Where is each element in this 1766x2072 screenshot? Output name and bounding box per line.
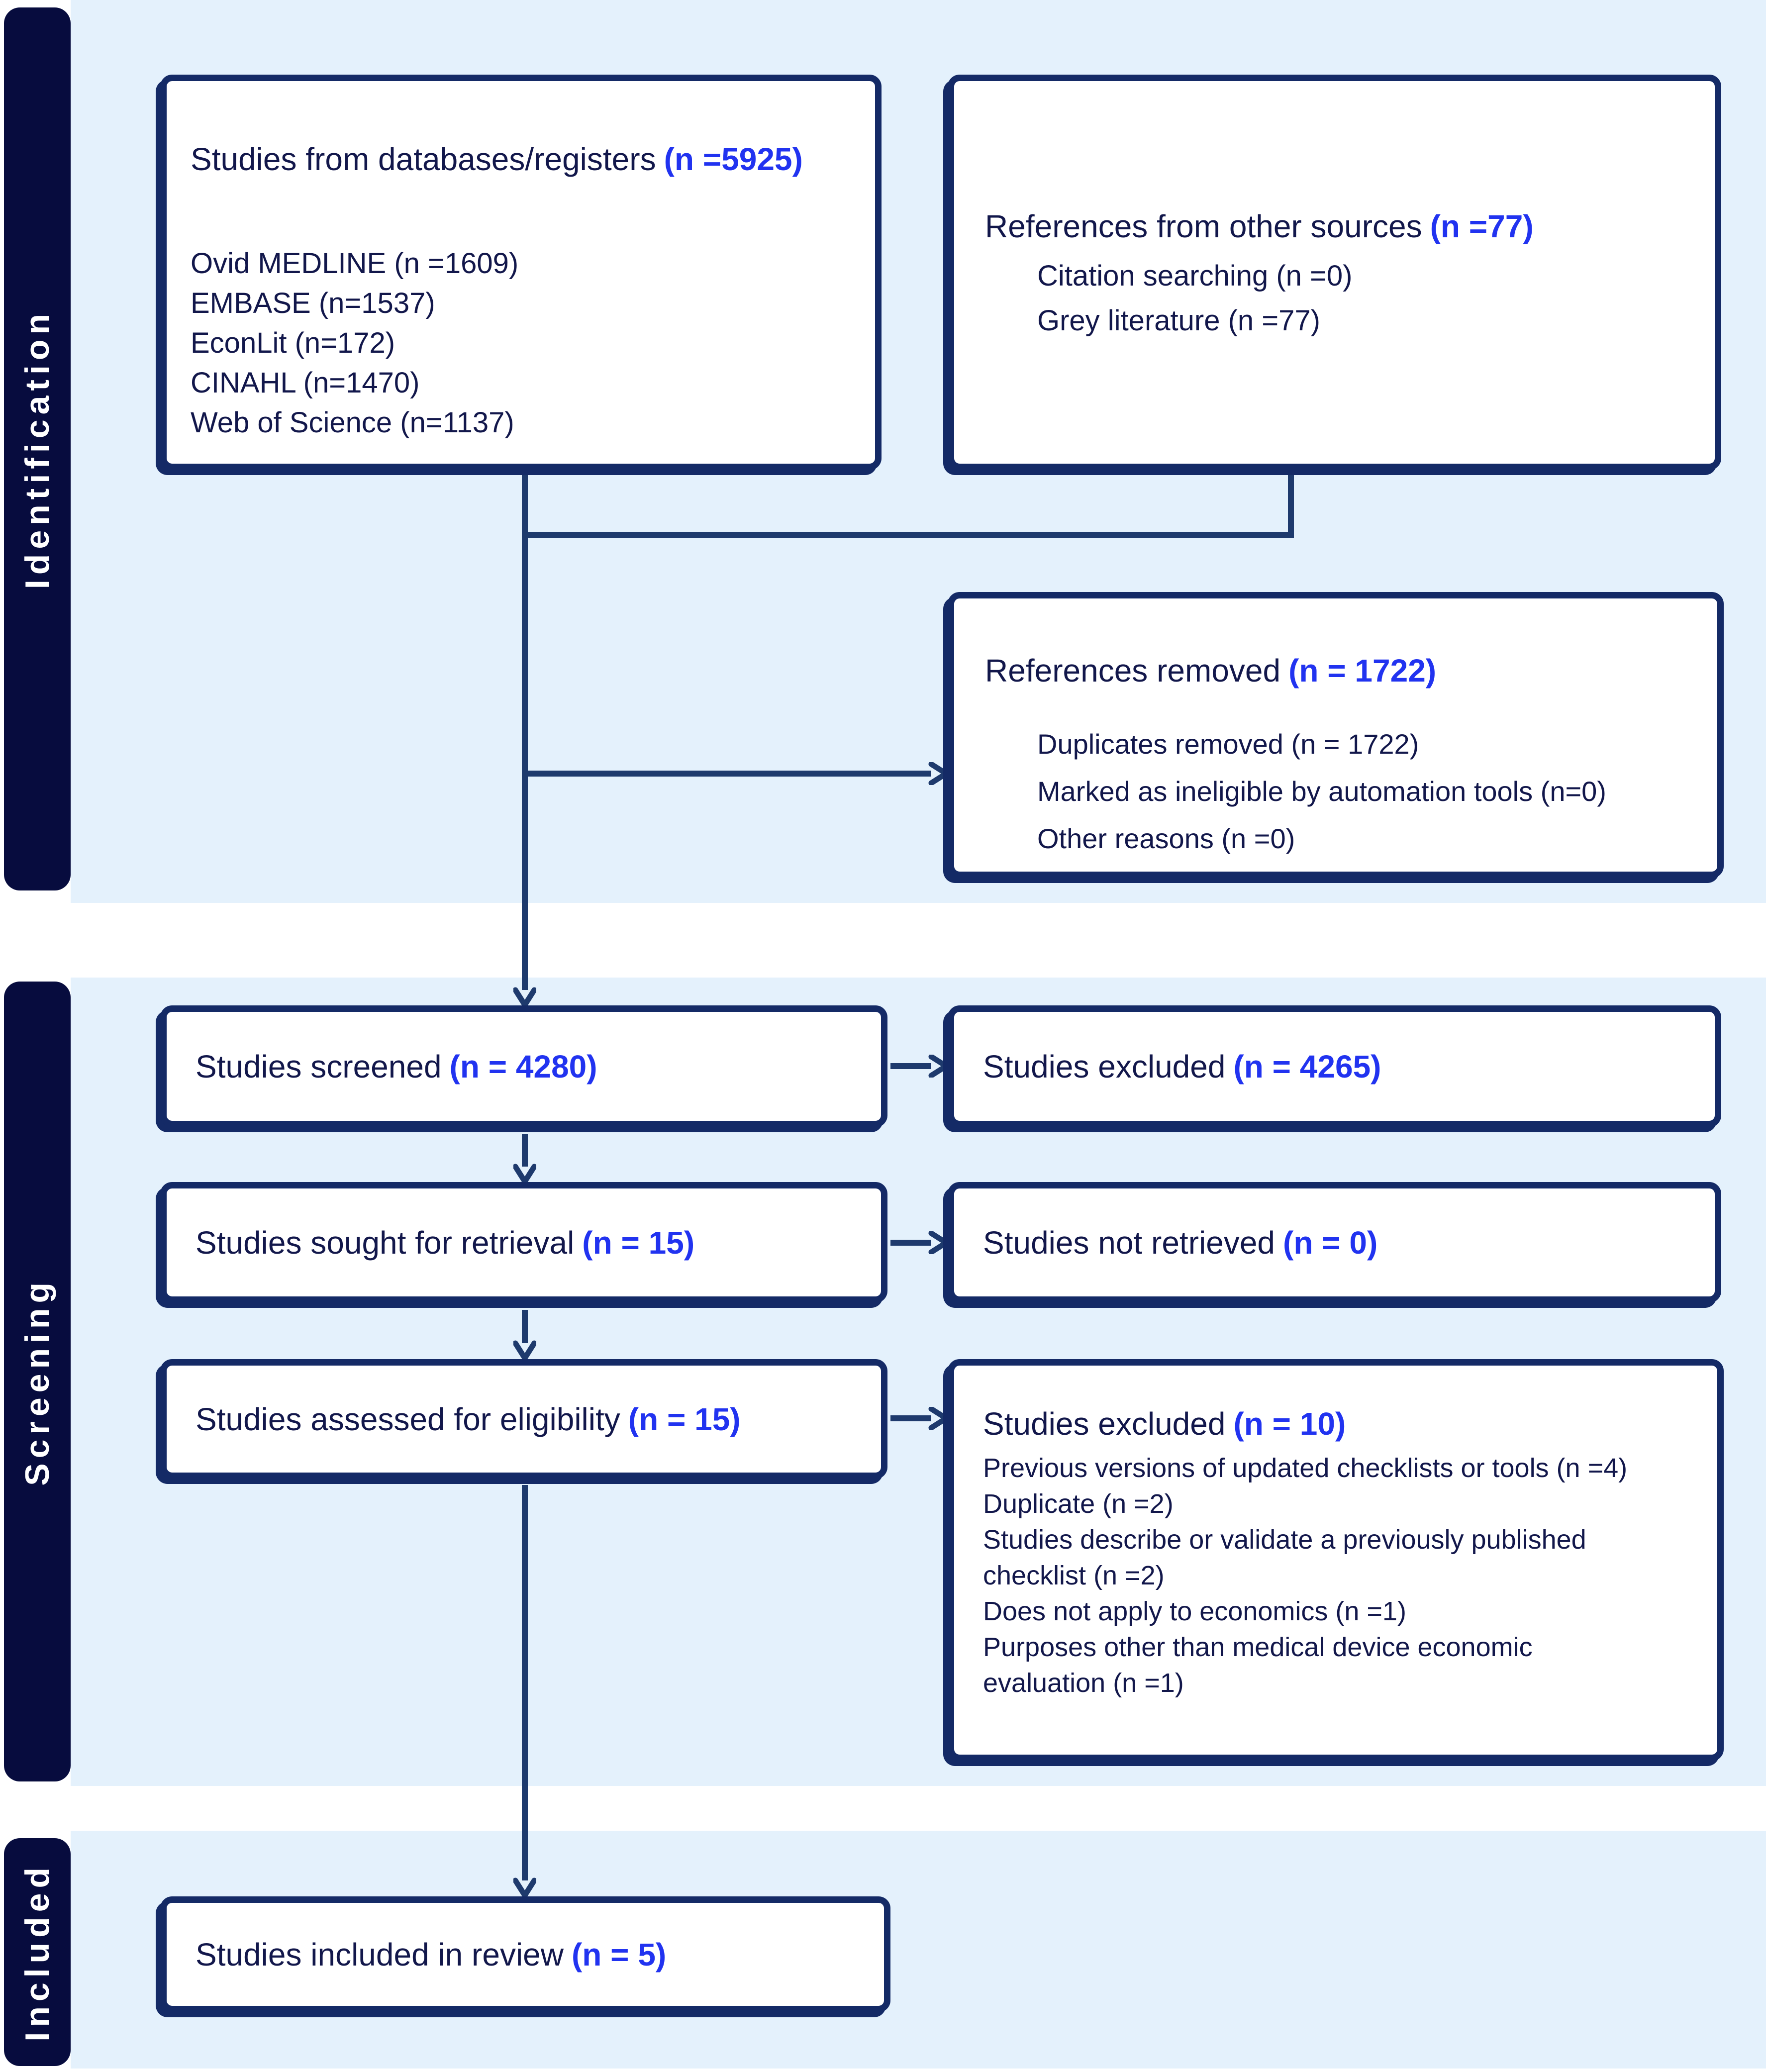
count-badge: (n = 4280) — [449, 1048, 597, 1085]
count-badge: (n = 15) — [582, 1224, 695, 1261]
box-title: Studies excluded(n = 4265) — [983, 1044, 1381, 1089]
list-item: Citation searching (n =0) — [1037, 260, 1353, 292]
list-item: Purposes other than medical device econo… — [983, 1632, 1533, 1662]
box-title: Studies sought for retrieval(n = 15) — [196, 1220, 694, 1265]
list-item: Does not apply to economics (n =1) — [983, 1596, 1406, 1626]
box-studies-excluded-screening: Studies excluded(n = 4265) — [948, 1005, 1721, 1127]
box-title: Studies not retrieved(n = 0) — [983, 1220, 1377, 1265]
count-badge: (n =5925) — [664, 141, 803, 177]
box-studies-sought-retrieval: Studies sought for retrieval(n = 15) — [160, 1182, 887, 1303]
box-title: Studies excluded(n = 10) — [983, 1401, 1707, 1446]
box-title: Studies screened(n = 4280) — [196, 1044, 597, 1089]
box-title: Studies from databases/registers(n =5925… — [191, 137, 865, 182]
removed-reason-list: Duplicates removed (n = 1722) Marked as i… — [1037, 720, 1707, 862]
count-badge: (n = 15) — [628, 1401, 741, 1437]
exclusion-reason-list: Previous versions of updated checklists … — [983, 1450, 1707, 1701]
count-badge: (n = 0) — [1283, 1224, 1378, 1261]
title-text: Studies sought for retrieval — [196, 1224, 575, 1261]
box-studies-assessed-eligibility: Studies assessed for eligibility(n = 15) — [160, 1359, 887, 1479]
sidebar-identification: Identification — [4, 7, 71, 890]
box-title: References removed(n = 1722) — [985, 648, 1707, 693]
list-item: Previous versions of updated checklists … — [983, 1453, 1628, 1483]
title-text: Studies assessed for eligibility — [196, 1401, 620, 1437]
title-text: Studies excluded — [983, 1048, 1226, 1085]
list-item: Duplicates removed (n = 1722) — [1037, 728, 1419, 760]
list-item: EMBASE (n=1537) — [191, 287, 435, 319]
count-badge: (n = 1722) — [1288, 653, 1437, 689]
source-list: Citation searching (n =0) Grey literature… — [1037, 254, 1705, 343]
title-text: References removed — [985, 653, 1281, 689]
list-item: checklist (n =2) — [983, 1561, 1165, 1590]
list-item: Marked as ineligible by automation tools… — [1037, 776, 1606, 807]
title-text: Studies not retrieved — [983, 1224, 1275, 1261]
box-title: Studies assessed for eligibility(n = 15) — [196, 1397, 741, 1442]
box-studies-included-review: Studies included in review(n = 5) — [160, 1896, 890, 2012]
box-references-other-sources: References from other sources(n =77) Cit… — [948, 75, 1721, 470]
box-studies-excluded-eligibility: Studies excluded(n = 10) Previous versio… — [948, 1359, 1724, 1761]
database-list: Ovid MEDLINE (n =1609) EMBASE (n=1537) Eco… — [191, 244, 865, 443]
list-item: evaluation (n =1) — [983, 1668, 1184, 1698]
title-text: Studies excluded — [983, 1406, 1226, 1442]
list-item: Duplicate (n =2) — [983, 1489, 1174, 1519]
connector-other-sources-join — [525, 470, 1294, 538]
box-references-removed: References removed(n = 1722) Duplicates … — [948, 592, 1724, 878]
list-item: CINAHL (n=1470) — [191, 367, 420, 399]
list-item: Web of Science (n=1137) — [191, 406, 514, 439]
title-text: Studies screened — [196, 1048, 442, 1085]
box-studies-screened: Studies screened(n = 4280) — [160, 1005, 887, 1127]
count-badge: (n =77) — [1430, 208, 1534, 244]
count-badge: (n = 10) — [1233, 1406, 1346, 1442]
sidebar-screening: Screening — [4, 982, 71, 1781]
box-title: References from other sources(n =77) — [985, 204, 1705, 249]
list-item: Other reasons (n =0) — [1037, 823, 1295, 854]
list-item: EconLit (n=172) — [191, 327, 395, 359]
box-title: Studies included in review(n = 5) — [196, 1932, 666, 1977]
box-studies-not-retrieved: Studies not retrieved(n = 0) — [948, 1182, 1721, 1303]
count-badge: (n = 4265) — [1233, 1048, 1381, 1085]
box-studies-from-databases: Studies from databases/registers(n =5925… — [160, 75, 882, 470]
sidebar-included: Included — [4, 1838, 71, 2066]
list-item: Ovid MEDLINE (n =1609) — [191, 247, 519, 280]
title-text: References from other sources — [985, 208, 1422, 244]
title-text: Studies included in review — [196, 1936, 564, 1973]
title-text: Studies from databases/registers — [191, 141, 656, 177]
list-item: Studies describe or validate a previousl… — [983, 1525, 1586, 1555]
count-badge: (n = 5) — [571, 1936, 667, 1973]
list-item: Grey literature (n =77) — [1037, 304, 1320, 337]
